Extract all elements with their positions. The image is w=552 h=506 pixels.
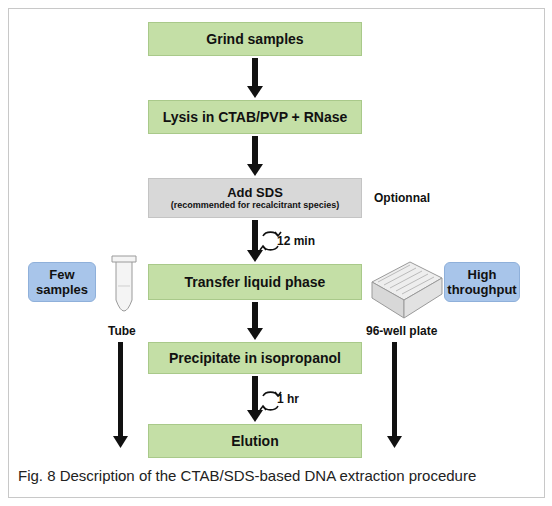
figure-caption: Fig. 8 Description of the CTAB/SDS-based… bbox=[18, 467, 543, 484]
flow-arrow bbox=[247, 220, 263, 262]
annotation-label: 96-well plate bbox=[366, 324, 437, 338]
flow-arrow bbox=[247, 136, 263, 176]
process-box: Transfer liquid phase bbox=[148, 264, 362, 300]
box-text: Transfer liquid phase bbox=[185, 274, 326, 290]
mode-box: High throughput bbox=[444, 262, 520, 302]
process-box: Lysis in CTAB/PVP + RNase bbox=[148, 100, 362, 134]
plate-icon bbox=[372, 262, 442, 318]
box-text: High throughput bbox=[445, 267, 519, 297]
figure-border bbox=[9, 9, 545, 498]
flow-arrow bbox=[247, 58, 263, 98]
process-box: Precipitate in isopropanol bbox=[148, 342, 362, 374]
edge-label: 1 hr bbox=[277, 392, 299, 406]
annotation-label: Tube bbox=[108, 324, 136, 338]
tube-icon bbox=[112, 256, 136, 311]
box-text: Grind samples bbox=[206, 31, 303, 47]
side-arrow bbox=[387, 342, 402, 448]
mode-box: Few samples bbox=[28, 262, 96, 302]
box-subtext: (recommended for recalcitrant species) bbox=[171, 200, 340, 211]
side-arrow bbox=[113, 342, 128, 448]
flow-arrow bbox=[247, 376, 263, 422]
edge-label: 12 min bbox=[277, 234, 315, 248]
box-text: Lysis in CTAB/PVP + RNase bbox=[163, 109, 348, 125]
process-box: Elution bbox=[148, 424, 362, 458]
flow-arrow bbox=[247, 302, 263, 340]
optional-box: Add SDS(recommended for recalcitrant spe… bbox=[148, 178, 362, 218]
annotation-label: Optionnal bbox=[374, 191, 430, 205]
box-text: Precipitate in isopropanol bbox=[169, 350, 341, 366]
box-text: Elution bbox=[231, 433, 278, 449]
box-text: Add SDS bbox=[227, 185, 283, 200]
process-box: Grind samples bbox=[148, 22, 362, 56]
box-text: Few samples bbox=[29, 267, 95, 297]
